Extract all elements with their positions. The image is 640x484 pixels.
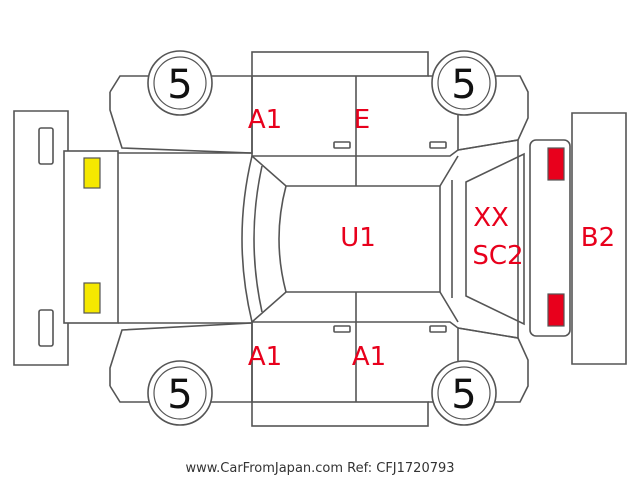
code-tailgate-line1: XX	[473, 203, 509, 233]
wheel-front-left-value: 5	[167, 62, 192, 108]
front-lamp-bottom	[83, 282, 101, 314]
body-side-top	[109, 51, 529, 186]
wheel-rear-left-value: 5	[451, 62, 476, 108]
cabin	[118, 152, 459, 324]
rear-lamp-top	[547, 147, 565, 181]
front-bumper	[13, 110, 69, 366]
wheel-front-left: 5	[147, 50, 213, 116]
body-side-bottom	[109, 292, 529, 427]
rear-lamp-bottom	[547, 293, 565, 327]
wheel-rear-left: 5	[431, 50, 497, 116]
wheel-rear-right: 5	[431, 360, 497, 426]
wheel-rear-right-value: 5	[451, 372, 476, 418]
hood	[63, 150, 119, 324]
code-rear-door-right: A1	[352, 342, 386, 372]
rear-bumper	[571, 112, 627, 365]
code-front-door-left: A1	[248, 105, 282, 135]
code-rear-door-left: E	[354, 105, 370, 135]
code-roof: U1	[340, 223, 376, 253]
rear-lamp-area	[529, 139, 571, 337]
wheel-front-right: 5	[147, 360, 213, 426]
wheel-front-right-value: 5	[167, 372, 192, 418]
code-front-door-right: A1	[248, 342, 282, 372]
footer-reference: www.CarFromJapan.com Ref: CFJ1720793	[185, 461, 454, 476]
code-tailgate-line2: SC2	[472, 241, 523, 271]
code-rear-bumper: B2	[581, 223, 615, 253]
front-lamp-top	[83, 157, 101, 189]
tailgate	[457, 139, 525, 339]
